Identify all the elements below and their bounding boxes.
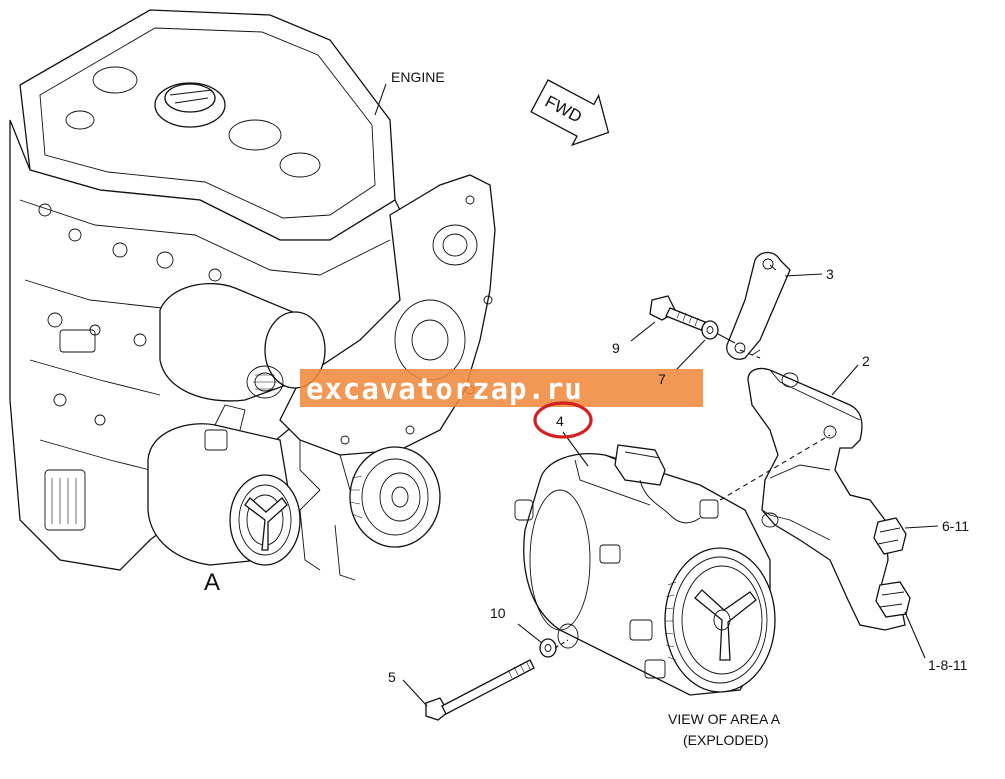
callout-6-11: 6-11: [942, 518, 969, 534]
callout-5: 5: [388, 669, 396, 685]
callout-7: 7: [658, 371, 666, 387]
view-caption-line1: VIEW OF AREA A: [668, 711, 781, 727]
callout-10: 10: [490, 605, 506, 621]
engine-block: [9, 9, 496, 581]
callout-9: 9: [612, 340, 620, 356]
callout-1-8-11: 1-8-11: [928, 657, 968, 673]
area-a-label: A: [204, 569, 220, 596]
compressor-4: [514, 444, 776, 696]
bolt-6-11: [873, 517, 907, 555]
watermark-text: excavatorzap.ru: [306, 372, 583, 406]
highlight-circle: [533, 401, 593, 439]
engine-label: ENGINE: [391, 69, 445, 85]
callout-2: 2: [862, 353, 870, 369]
bolt-9: [649, 295, 706, 331]
fwd-arrow: FWD: [530, 79, 610, 147]
callout-3: 3: [826, 266, 834, 282]
view-caption-line2: (EXPLODED): [683, 732, 769, 748]
watermark-banner: [300, 369, 703, 407]
callout-4: 4: [556, 413, 564, 429]
watermark: excavatorzap.ru: [300, 369, 703, 407]
bolt-5: [425, 659, 535, 721]
